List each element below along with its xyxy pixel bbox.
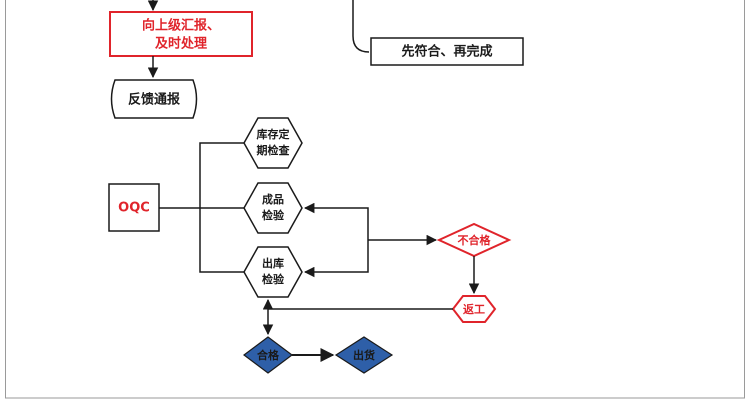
outer-frame xyxy=(5,0,745,399)
comply-then-finish-box xyxy=(370,37,524,66)
feedback-label: 反馈通报 xyxy=(128,92,181,108)
stock-check-label-line2: 期检查 xyxy=(257,143,290,157)
report-up-label-line2: 及时处理 xyxy=(155,36,207,52)
finished-check-hexagon xyxy=(243,182,303,234)
connector-to-comply xyxy=(352,0,370,53)
pass-label: 合格 xyxy=(257,348,280,362)
nonconforming-diamond xyxy=(436,222,512,258)
ship-diamond xyxy=(334,336,394,374)
finished-check-label-line2: 检验 xyxy=(262,208,285,222)
oqc-box xyxy=(108,183,160,232)
report-up-box xyxy=(109,11,253,57)
oqc-label: OQC xyxy=(118,201,150,216)
outbound-check-label-line1: 出库 xyxy=(262,256,284,270)
arrow-to-finished-check xyxy=(303,202,369,240)
feedback-box xyxy=(110,79,198,119)
rework-label: 返工 xyxy=(463,302,485,316)
ship-label: 出货 xyxy=(353,348,375,362)
arrow-to-outbound-check xyxy=(303,240,369,278)
stock-check-label-line1: 库存定 xyxy=(257,127,290,141)
comply-then-finish-label: 先符合、再完成 xyxy=(401,44,492,60)
outbound-check-hexagon xyxy=(243,246,303,298)
nonconforming-label: 不合格 xyxy=(458,233,492,247)
finished-check-label-line1: 成品 xyxy=(262,192,284,206)
stock-check-hexagon xyxy=(243,117,303,169)
report-up-label-line1: 向上级汇报、 xyxy=(142,18,220,34)
outbound-check-label-line2: 检验 xyxy=(262,272,285,286)
